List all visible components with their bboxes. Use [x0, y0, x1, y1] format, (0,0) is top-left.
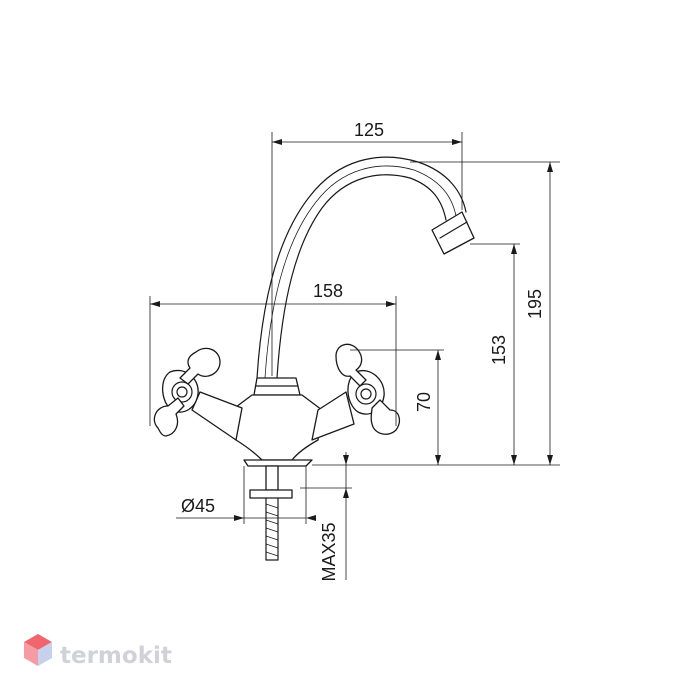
dim-label-handle-height: 70: [414, 392, 434, 412]
dim-label-base-diameter: Ø45: [181, 496, 215, 516]
spout-aerator: [431, 211, 475, 255]
dim-label-spout-height: 153: [489, 335, 509, 365]
dim-label-handle-span: 158: [313, 281, 343, 301]
dim-label-total-height: 195: [525, 289, 545, 319]
dim-label-max-mount: MAX35: [319, 522, 339, 581]
right-valve: [311, 343, 401, 441]
central-body: [231, 394, 323, 461]
base: [243, 459, 313, 467]
logo-cube-icon: [24, 634, 52, 666]
dim-label-spout-reach: 125: [354, 120, 384, 140]
left-valve: [153, 347, 243, 441]
dimension-lines: [149, 132, 560, 580]
mounting-stud: [249, 465, 293, 561]
logo-brand-text: termokit: [60, 643, 172, 669]
faucet-body: [153, 156, 475, 561]
termokit-logo: termokit: [24, 634, 172, 669]
spout: [256, 156, 467, 379]
